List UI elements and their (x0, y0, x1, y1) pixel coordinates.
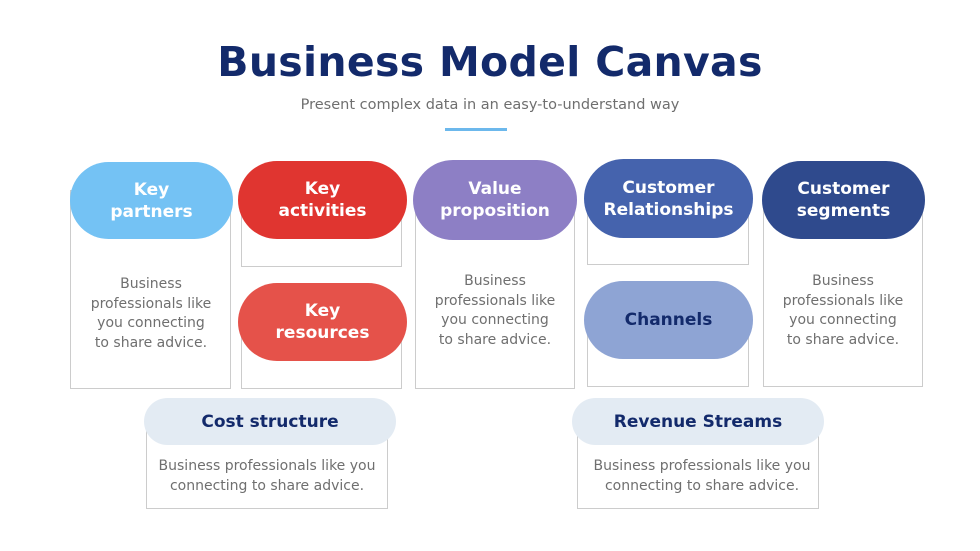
desc-line: you connecting (789, 312, 897, 328)
desc-line: professionals like (782, 292, 904, 309)
desc-line: Business professionals like you (158, 458, 376, 474)
customer-relationships-header: Customer Relationships (584, 159, 753, 238)
desc-line: to share advice. (438, 331, 552, 348)
key-activities-label-line1: Key (304, 179, 341, 199)
customer-segments-description: Business professionals like you connecti… (764, 272, 922, 350)
channels-label: Channels (624, 310, 713, 330)
desc-line: Business (812, 273, 874, 289)
revenue-streams-label: Revenue Streams (613, 411, 783, 432)
desc-line: to share advice. (94, 334, 208, 351)
key-resources-label-line1: Key (304, 301, 341, 321)
revenue-streams-description: Business professionals like you connecti… (577, 457, 827, 496)
accent-divider (445, 128, 507, 131)
customer-segments-label-line2: segments (796, 201, 891, 221)
page-title: Business Model Canvas (217, 38, 763, 86)
desc-line: Business professionals like you (593, 458, 811, 474)
cost-structure-header: Cost structure (144, 398, 396, 445)
customer-relationships-label-line2: Relationships (603, 199, 734, 220)
customer-segments-label-line1: Customer (797, 179, 890, 199)
key-partners-description: Business professionals like you connecti… (72, 275, 230, 353)
key-activities-header: Key activities (238, 161, 407, 239)
key-activities-label-line2: activities (278, 201, 367, 221)
value-proposition-label-line1: Value (468, 179, 522, 199)
key-resources-label-line2: resources (275, 323, 370, 343)
customer-segments-header: Customer segments (762, 161, 925, 239)
desc-line: you connecting (441, 312, 549, 328)
key-partners-header: Key partners (70, 162, 233, 239)
desc-line: professionals like (434, 292, 556, 309)
desc-line: you connecting (97, 315, 205, 331)
desc-line: connecting to share advice. (169, 477, 365, 494)
desc-line: Business (120, 276, 182, 292)
value-proposition-description: Business professionals like you connecti… (416, 272, 574, 350)
value-proposition-header: Value proposition (413, 160, 577, 240)
revenue-streams-header: Revenue Streams (572, 398, 824, 445)
customer-relationships-label-line1: Customer (622, 177, 715, 198)
desc-line: Business (464, 273, 526, 289)
value-proposition-label-line2: proposition (440, 201, 550, 221)
cost-structure-description: Business professionals like you connecti… (146, 457, 388, 496)
channels-header: Channels (584, 281, 753, 359)
desc-line: connecting to share advice. (604, 477, 800, 494)
page-subtitle: Present complex data in an easy-to-under… (300, 97, 680, 113)
key-resources-header: Key resources (238, 283, 407, 361)
cost-structure-label: Cost structure (201, 411, 339, 432)
key-partners-label-line1: Key (133, 179, 170, 200)
desc-line: professionals like (90, 295, 212, 312)
key-partners-label-line2: partners (110, 201, 193, 222)
desc-line: to share advice. (786, 331, 900, 348)
